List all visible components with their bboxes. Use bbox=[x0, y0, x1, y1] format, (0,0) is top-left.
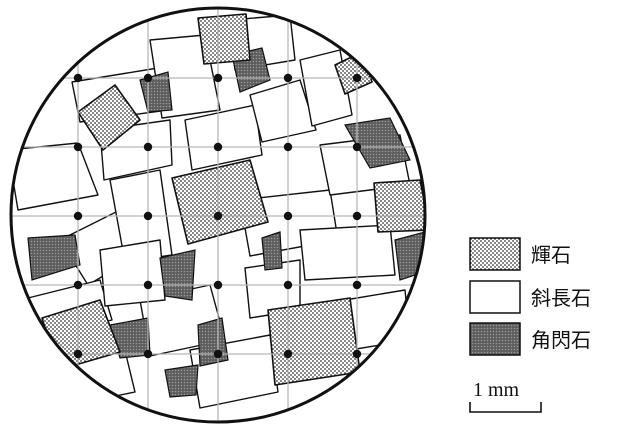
legend-item-pyroxene: 輝石 bbox=[470, 238, 571, 270]
legend: 輝石 斜長石 角閃石 bbox=[470, 238, 591, 355]
plagioclase-swatch bbox=[470, 281, 520, 313]
legend-item-plagioclase: 斜長石 bbox=[470, 281, 591, 313]
legend-label-pyroxene: 輝石 bbox=[531, 243, 571, 267]
hornblende-swatch bbox=[470, 323, 520, 355]
legend-item-hornblende: 角閃石 bbox=[470, 323, 591, 355]
scale-bar-line bbox=[470, 402, 541, 412]
scale-bar-label: 1 mm bbox=[473, 379, 520, 401]
legend-label-hornblende: 角閃石 bbox=[531, 328, 591, 352]
legend-label-plagioclase: 斜長石 bbox=[531, 286, 591, 310]
scale-bar: 1 mm bbox=[470, 379, 541, 412]
field-of-view bbox=[0, 0, 440, 427]
pyroxene-swatch bbox=[470, 238, 520, 270]
